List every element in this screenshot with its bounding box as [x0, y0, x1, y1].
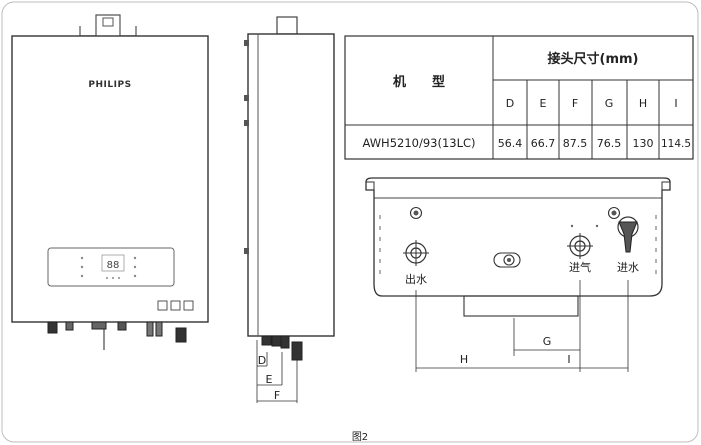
connection-size-table: 机 型 接头尺寸(mm) D E F G H I AWH5210/93(13LC… — [344, 35, 694, 160]
table-col-d: D — [506, 97, 514, 110]
front-bottom-pipes — [47, 321, 187, 350]
panel-indicators — [80, 256, 137, 279]
bracket-hole — [102, 17, 114, 27]
dim-label-g: G — [543, 335, 552, 348]
bottom-dimension-lines — [415, 280, 629, 372]
dim-label-f: F — [274, 389, 280, 402]
side-dimension-lines — [256, 340, 298, 403]
table-model-value: AWH5210/93(13LC) — [362, 136, 475, 150]
center-fitting — [493, 252, 521, 268]
control-panel — [47, 247, 175, 287]
function-icon-3 — [183, 300, 194, 311]
outlet-port — [403, 240, 429, 266]
table-value-f: 87.5 — [563, 137, 588, 150]
table-group-header: 接头尺寸(mm) — [548, 51, 639, 67]
table-value-h: 130 — [633, 137, 654, 150]
figure-caption: 图2 — [352, 431, 368, 443]
table-value-i: 114.5 — [661, 138, 691, 150]
table-value-d: 56.4 — [498, 137, 523, 150]
inlet-port — [617, 216, 639, 253]
bottom-view: 出水 进气 进水 G H — [365, 177, 671, 372]
function-icon-1 — [157, 300, 168, 311]
front-lip — [463, 295, 579, 317]
gas-label: 进气 — [569, 260, 591, 274]
table-model-header: 机 型 — [393, 74, 445, 90]
side-mount-tabs — [244, 40, 249, 254]
table-value-e: 66.7 — [531, 137, 556, 150]
brand-logo: PHILIPS — [88, 80, 131, 90]
front-view: PHILIPS 88 — [11, 14, 209, 350]
dim-label-d: D — [258, 354, 266, 367]
table-col-e: E — [540, 97, 547, 110]
outlet-label: 出水 — [405, 272, 427, 286]
table-border — [344, 35, 694, 160]
table-col-g: G — [605, 97, 614, 110]
function-icon-2 — [170, 300, 181, 311]
table-col-i: I — [674, 97, 677, 110]
screw-left — [409, 206, 423, 220]
side-vents — [379, 215, 657, 274]
dim-label-h: H — [460, 353, 468, 366]
table-value-g: 76.5 — [597, 137, 622, 150]
dim-label-e: E — [266, 373, 273, 386]
screw-right — [607, 206, 621, 220]
side-view: D E F — [244, 16, 335, 403]
inlet-label: 进水 — [617, 261, 639, 274]
table-col-f: F — [572, 97, 578, 110]
display-window — [101, 254, 125, 272]
display-readout: 88 — [107, 260, 120, 271]
dim-label-i: I — [567, 353, 570, 366]
heater-body-side — [247, 33, 335, 337]
table-col-h: H — [639, 97, 647, 110]
heater-body-front — [11, 35, 209, 323]
gas-port — [567, 233, 593, 259]
